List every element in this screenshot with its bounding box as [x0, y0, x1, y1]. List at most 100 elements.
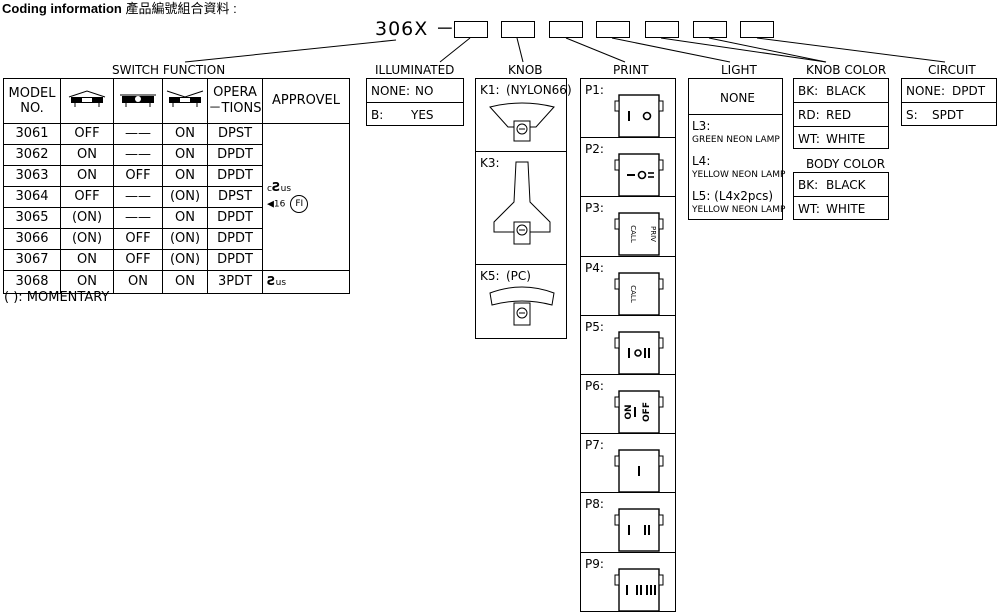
circuit-box: NONE: DPDT S: SPDT: [901, 78, 997, 126]
operation-cell: DPDT: [207, 144, 263, 166]
code-slot-body-color: [693, 21, 727, 38]
circuit-value: SPDT: [932, 108, 964, 122]
body-color-row: BK: BLACK: [794, 173, 888, 197]
momentary-note: ( ): MOMENTARY: [4, 290, 110, 305]
header-print: PRINT: [613, 63, 649, 77]
knob-k3-icon: [493, 161, 551, 245]
print-code: P4:: [585, 260, 604, 275]
pos1-cell: OFF: [60, 123, 114, 145]
light-none: NONE: [720, 91, 755, 105]
fi-mark: FI: [290, 195, 309, 213]
pos3-cell: ON: [162, 207, 208, 229]
rocker-face-icon: [614, 94, 664, 138]
pos3-cell: ON: [162, 144, 208, 166]
illuminated-value: NO: [415, 84, 434, 98]
model-cell: 3067: [3, 249, 61, 271]
print-text-call: CALL: [629, 226, 637, 244]
light-box: NONE L3: GREEN NEON LAMP L4: YELLOW NEON…: [688, 78, 785, 220]
knob-code: K3:: [480, 156, 500, 170]
print-text-on: ON: [624, 404, 634, 419]
knob-material: (NYLON66): [506, 83, 572, 97]
knob-k3: K3:: [476, 152, 566, 265]
print-code: P1:: [585, 83, 604, 97]
print-code: P3:: [585, 201, 604, 216]
knob-code: K5:: [480, 269, 500, 283]
model-cell: 3061: [3, 123, 61, 145]
position-3-icon: [162, 78, 208, 124]
print-option-p9: P9:: [581, 553, 675, 612]
col-operations-header: OPERA －TIONS: [207, 78, 263, 124]
switch-function-table: MODEL NO.: [3, 78, 350, 294]
col-model-line2: NO.: [20, 101, 44, 116]
pos1-cell: ON: [60, 249, 114, 271]
title: Coding information 產品編號組合資料 :: [2, 2, 237, 15]
pos1-cell: (ON): [60, 207, 114, 229]
col-model-header: MODEL NO.: [3, 78, 61, 124]
knob-color-row: RD: RED: [794, 103, 888, 127]
knob-k1-icon: [489, 102, 555, 142]
light-l5-code: L5: (L4x2pcs): [692, 189, 774, 203]
col-approval-header: APPROVEL: [262, 78, 350, 124]
rocker-face-icon: [614, 449, 664, 493]
pos2-cell: ——: [113, 144, 163, 166]
circuit-row: NONE: DPDT: [902, 79, 996, 103]
operation-cell: 3PDT: [207, 270, 263, 294]
pos2-cell: ON: [113, 270, 163, 294]
knob-k5: K5: (PC): [476, 265, 566, 339]
print-code: P5:: [585, 319, 604, 334]
rocker-face-icon: [614, 331, 664, 375]
pos3-cell: (ON): [162, 249, 208, 271]
code-slot-illuminated: [454, 21, 488, 38]
body-color-box: BK: BLACK WT: WHITE: [793, 172, 889, 220]
color-value: BLACK: [826, 178, 866, 192]
header-light: LIGHT: [721, 63, 757, 77]
code-slot-light: [596, 21, 630, 38]
operation-cell: DPDT: [207, 249, 263, 271]
header-knob: KNOB: [508, 63, 543, 77]
model-cell: 3063: [3, 165, 61, 187]
title-chinese: 產品編號組合資料 :: [125, 1, 237, 16]
operation-cell: DPST: [207, 123, 263, 145]
code-prefix: 306X －: [375, 18, 456, 40]
col-operations-line1: OPERA: [213, 85, 257, 100]
light-options: L3: GREEN NEON LAMP L4: YELLOW NEON LAMP…: [689, 115, 785, 219]
print-code: P7:: [585, 438, 604, 453]
print-option-p4: P4: CALL: [581, 257, 675, 316]
print-code: P6:: [585, 379, 604, 393]
print-option-p8: P8:: [581, 493, 675, 553]
body-color-row: WT: WHITE: [794, 197, 888, 220]
semko-mark: ◀16: [267, 199, 286, 210]
header-knob-color: KNOB COLOR: [806, 63, 887, 77]
rocker-face-icon: [614, 567, 664, 612]
pos2-cell: OFF: [113, 249, 163, 271]
pos3-cell: ON: [162, 270, 208, 294]
illuminated-row: B: YES: [367, 103, 463, 126]
pos1-cell: ON: [60, 165, 114, 187]
approval-marks: cƧus ◀16 FI: [267, 181, 309, 213]
rocker-face-icon: CALL PRIV: [614, 212, 664, 257]
rocker-face-icon: CALL: [614, 271, 664, 316]
pos2-cell: OFF: [113, 228, 163, 250]
model-cell: 3062: [3, 144, 61, 166]
light-none-row: NONE: [689, 79, 782, 115]
pos3-cell: (ON): [162, 228, 208, 250]
col-model-line1: MODEL: [8, 86, 56, 101]
pos2-cell: OFF: [113, 165, 163, 187]
pos1-cell: ON: [60, 270, 114, 294]
knob-k1: K1: (NYLON66): [476, 79, 572, 152]
light-l3-code: L3:: [692, 119, 711, 133]
print-text-off: OFF: [642, 402, 652, 422]
illuminated-row: NONE: NO: [367, 79, 463, 103]
print-text-priv: PRIV: [649, 226, 657, 242]
illuminated-box: NONE: NO B: YES: [366, 78, 464, 126]
code-slot-circuit: [740, 21, 774, 38]
color-code: WT:: [798, 132, 820, 146]
print-code: P8:: [585, 497, 604, 512]
model-cell: 3064: [3, 186, 61, 208]
knob-code: K1:: [480, 83, 500, 97]
print-option-p2: P2:: [581, 138, 675, 198]
illuminated-code: B:: [371, 108, 384, 122]
light-l3-desc: GREEN NEON LAMP: [692, 135, 780, 145]
circuit-code: S:: [906, 108, 918, 122]
